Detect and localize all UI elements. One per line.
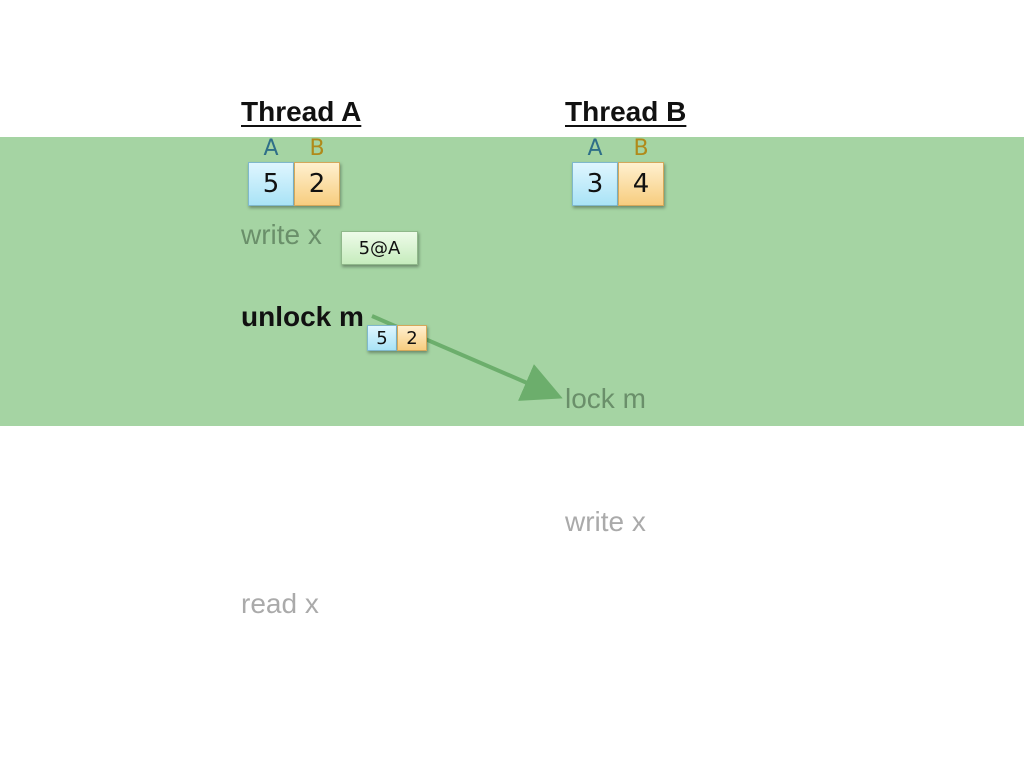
thread-a-title: Thread A <box>241 96 362 127</box>
thread-b-clock-label-a: A <box>587 136 603 161</box>
thread-a-clock-cell-a: 5 <box>248 162 294 206</box>
thread-b-write-op: write x <box>565 506 646 537</box>
thread-b-clock-cell-b: 4 <box>618 162 664 206</box>
thread-a-clock-cell-b: 2 <box>294 162 340 206</box>
message-clock-cell-b: 2 <box>397 325 427 351</box>
thread-b-lock-op: lock m <box>565 383 646 414</box>
thread-b-clock-cell-a: 3 <box>572 162 618 206</box>
thread-a-clock-label-a: A <box>263 136 279 161</box>
thread-a-clock-label-b: B <box>309 136 325 161</box>
thread-b-clock-label-b: B <box>633 136 649 161</box>
thread-a-unlock-op: unlock m <box>241 301 364 332</box>
write-timestamp-tag: 5@A <box>341 231 418 265</box>
thread-b-title: Thread B <box>565 96 687 127</box>
thread-a-write-op: write x <box>241 219 322 250</box>
message-clock-cell-a: 5 <box>367 325 397 351</box>
thread-a-read-op: read x <box>241 588 319 619</box>
